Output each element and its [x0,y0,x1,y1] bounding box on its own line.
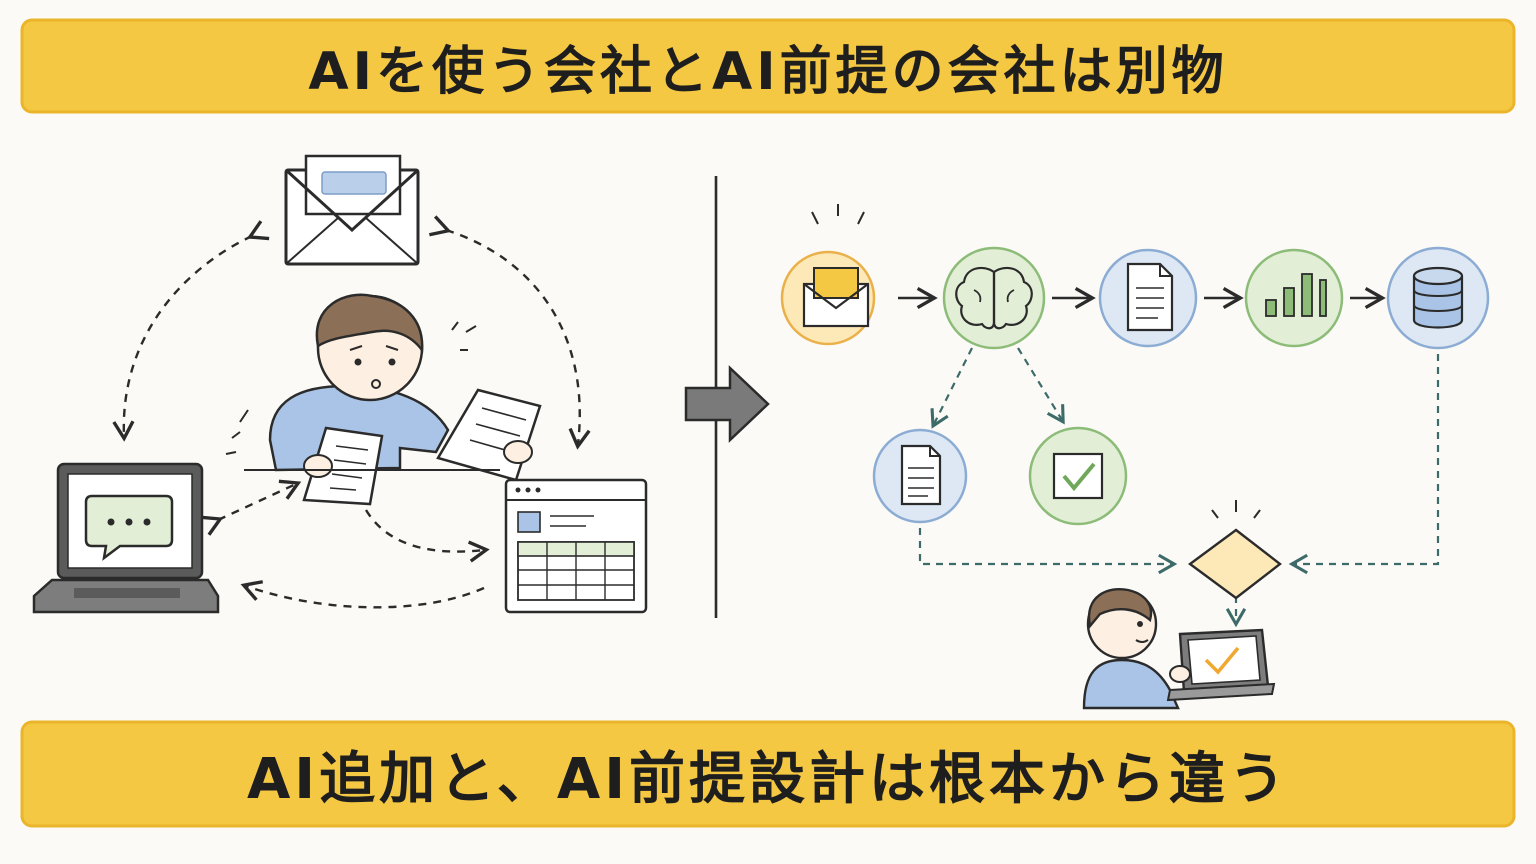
person-with-tablet [1082,587,1276,710]
left-dashed-arrows [112,215,591,609]
title-banner-bg [20,18,1516,114]
browser-window-icon [504,478,648,614]
page-title: AIを使う会社とAI前提の会社は別物 [308,41,1228,102]
title-banner: AIを使う会社とAI前提の会社は別物 [22,20,1514,112]
decision-diamond [1187,500,1282,600]
transition-arrow [684,365,770,443]
caption-banner: AI追加と、AI前提設計は根本から違う [22,722,1514,826]
chart-node [1244,248,1344,348]
worried-person-icon [225,293,477,472]
caption-banner-bg [20,720,1516,828]
mail-node [780,204,876,346]
brain-node [942,246,1046,350]
dashed-connectors [918,347,1440,628]
database-node [1386,246,1490,350]
envelope-icon [284,154,420,266]
check-branch-node [1028,426,1128,526]
document-node [1098,248,1198,348]
paper-icon [302,388,542,506]
document-branch-node [872,428,968,524]
chat-bubble-icon [84,494,174,561]
page-caption: AI追加と、AI前提設計は根本から違う [246,746,1290,812]
